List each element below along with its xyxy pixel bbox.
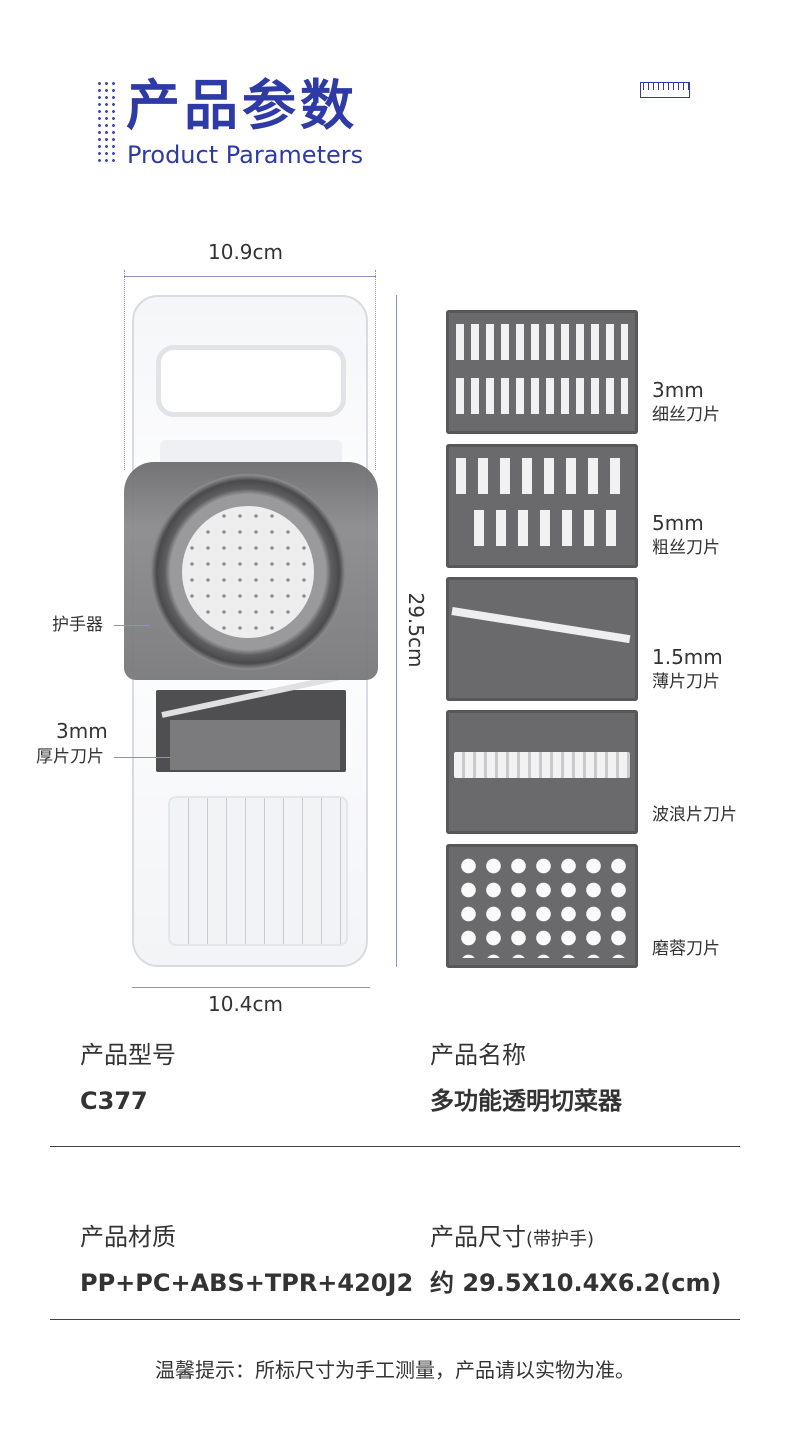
page-title: 产品参数 xyxy=(126,74,358,137)
blade-4-name: 波浪片刀片 xyxy=(652,805,737,825)
bottom-width-label: 10.4cm xyxy=(208,992,284,1016)
blade-5-name: 磨蓉刀片 xyxy=(652,939,720,959)
blade-3-name: 薄片刀片 xyxy=(652,672,720,692)
handle-hole xyxy=(156,345,346,417)
hand-guard-grip xyxy=(182,506,314,638)
footer-note: 温馨提示：所标尺寸为手工测量，产品请以实物为准。 xyxy=(155,1358,635,1382)
guard-callout: 护手器 xyxy=(52,615,103,635)
blade-card-thin-slice xyxy=(446,577,638,701)
blade-1-name: 细丝刀片 xyxy=(652,405,720,425)
model-label: 产品型号 xyxy=(80,1041,176,1069)
size-label-text: 产品尺寸 xyxy=(430,1223,526,1251)
divider-2 xyxy=(50,1319,740,1320)
blade-1-size: 3mm xyxy=(652,378,704,402)
top-width-ext-right xyxy=(375,270,376,470)
page-subtitle: Product Parameters xyxy=(127,141,364,169)
size-value: 约 29.5X10.4X6.2(cm) xyxy=(430,1269,722,1297)
top-width-ext-left xyxy=(124,270,125,470)
top-width-line xyxy=(124,276,376,277)
material-label: 产品材质 xyxy=(80,1223,176,1251)
model-value: C377 xyxy=(80,1087,148,1115)
blade-2-name: 粗丝刀片 xyxy=(652,538,720,558)
blade-card-coarse-julienne xyxy=(446,444,638,568)
size-label: 产品尺寸(带护手) xyxy=(430,1222,594,1255)
bottom-width-line xyxy=(132,987,370,988)
thick-blade-plate xyxy=(170,720,340,770)
size-label-note: (带护手) xyxy=(526,1229,595,1250)
blade-card-wave xyxy=(446,710,638,834)
name-value: 多功能透明切菜器 xyxy=(430,1087,622,1115)
ruler-icon xyxy=(640,82,690,98)
height-label: 29.5cm xyxy=(404,592,428,668)
blade-card-grater xyxy=(446,844,638,968)
dot-grid-decoration xyxy=(96,80,118,166)
thick-blade-leader xyxy=(114,757,170,758)
material-value: PP+PC+ABS+TPR+420J2 xyxy=(80,1269,414,1297)
thick-blade-size: 3mm xyxy=(56,719,108,743)
thick-blade-callout: 厚片刀片 xyxy=(36,747,104,767)
name-label: 产品名称 xyxy=(430,1041,526,1069)
top-width-label: 10.9cm xyxy=(208,240,284,264)
blade-2-size: 5mm xyxy=(652,511,704,535)
lower-window xyxy=(168,796,348,946)
guard-leader xyxy=(114,625,150,626)
blade-3-size: 1.5mm xyxy=(652,645,723,669)
height-line xyxy=(396,295,397,967)
divider-1 xyxy=(50,1146,740,1147)
blade-card-fine-julienne xyxy=(446,310,638,434)
